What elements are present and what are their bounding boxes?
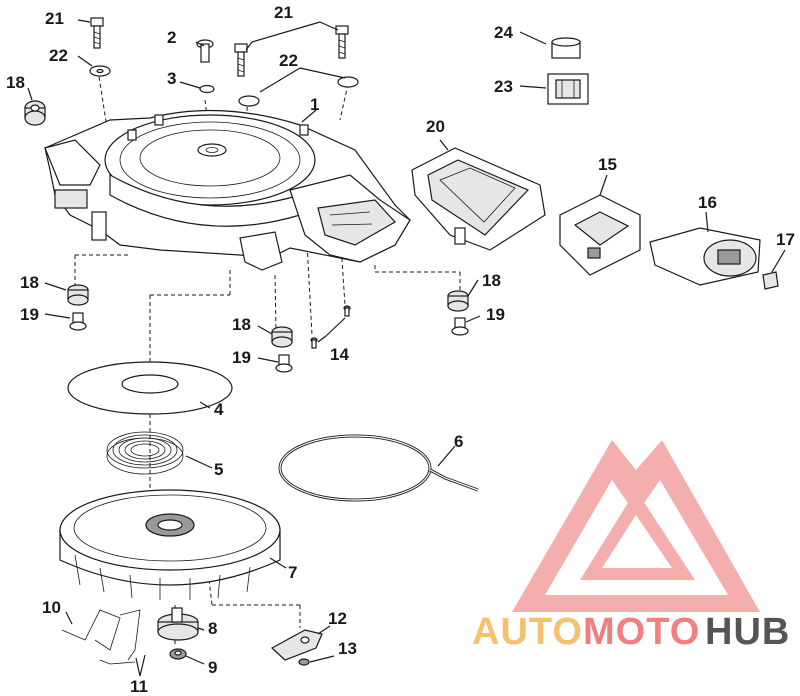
pulley-part-7 (59, 489, 281, 600)
rope-part-6 (278, 434, 479, 502)
pull-handle-part-16 (649, 227, 761, 286)
callout-9: 9 (208, 658, 217, 677)
callout-21-top: 21 (274, 3, 293, 22)
callout-14: 14 (330, 345, 349, 364)
callout-15: 15 (598, 155, 617, 174)
callout-22-top: 22 (279, 51, 298, 70)
callout-19-mid: 19 (232, 348, 251, 367)
callout-17: 17 (776, 230, 795, 249)
callout-19-right: 19 (486, 305, 505, 324)
watermark-moto-text: MOTO (583, 611, 700, 653)
grommet-part-18-d (447, 290, 469, 312)
sleeve-part-19-a (69, 312, 87, 331)
plate-part-4 (67, 361, 233, 415)
callout-18-right: 18 (482, 271, 501, 290)
callout-18-upper: 18 (6, 73, 25, 92)
spring-part-5 (106, 431, 184, 475)
callout-18-mid: 18 (232, 315, 251, 334)
callout-2: 2 (167, 28, 176, 47)
callout-8: 8 (208, 619, 217, 638)
wire-spring-part-10 (61, 609, 121, 651)
leader-lines (27, 19, 786, 677)
callout-20: 20 (426, 117, 445, 136)
callout-11: 11 (130, 677, 148, 696)
washer-part-22-c (337, 76, 359, 88)
callout-4: 4 (214, 400, 224, 419)
bolt-part-21-c (335, 25, 349, 59)
handle-boot-part-20 (411, 147, 546, 251)
bolt-part-21-b (234, 43, 248, 77)
clip-part-13 (298, 658, 310, 666)
sleeve-part-19-c (451, 317, 469, 336)
grommet-part-18-b (67, 284, 89, 306)
washer-part-3 (199, 84, 215, 94)
callout-21-left: 21 (45, 9, 64, 28)
connector-part-23 (547, 73, 589, 105)
callout-16: 16 (698, 193, 717, 212)
callout-3: 3 (167, 69, 176, 88)
handle-insert-part-15 (559, 194, 641, 276)
starter-housing-part-1 (44, 109, 411, 271)
wire-spring-part-11 (99, 609, 141, 665)
callout-7: 7 (288, 563, 297, 582)
washer-part-22-b (238, 95, 260, 107)
hub-part-8 (157, 607, 199, 641)
cap-part-24 (551, 37, 581, 59)
callout-10: 10 (42, 598, 61, 617)
callout-23: 23 (494, 77, 513, 96)
nut-part-9 (169, 648, 187, 660)
watermark-hub-text: HUB (705, 611, 790, 653)
watermark-logo (512, 440, 760, 612)
clip-part-17 (762, 271, 779, 290)
callout-18-left: 18 (20, 273, 39, 292)
callout-12: 12 (328, 609, 347, 628)
callout-22-left: 22 (49, 46, 68, 65)
washer-hole (96, 68, 104, 74)
callout-19-left: 19 (20, 305, 39, 324)
callout-1: 1 (310, 95, 319, 114)
grommet-part-18-c (271, 326, 293, 348)
screw-part-14 (310, 305, 351, 349)
screw-part-2 (196, 39, 214, 63)
grommet-part-18 (24, 100, 46, 126)
callout-24: 24 (494, 23, 513, 42)
sleeve-part-19-b (275, 354, 293, 373)
bolt-part-21 (90, 17, 104, 49)
callout-6: 6 (454, 432, 463, 451)
callout-13: 13 (338, 639, 357, 658)
pawl-part-12 (270, 629, 323, 661)
callout-5: 5 (214, 460, 223, 479)
watermark-auto-text: AUTO (472, 611, 583, 653)
